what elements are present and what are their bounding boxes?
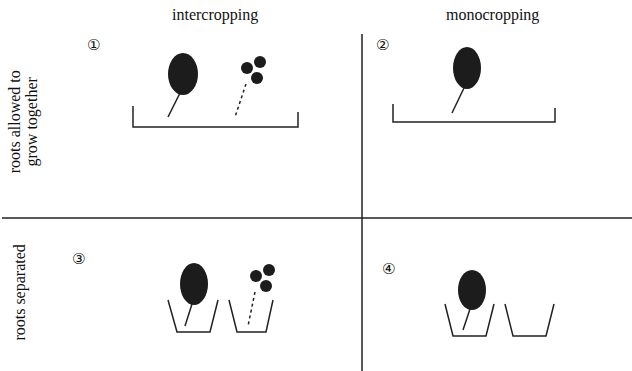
plant-stem bbox=[452, 88, 464, 113]
callout-number: ② bbox=[376, 38, 389, 54]
legume-pod bbox=[263, 264, 275, 276]
legume-pod bbox=[254, 56, 266, 68]
pot-container bbox=[229, 300, 273, 332]
legume-pod bbox=[250, 270, 262, 282]
column-header: intercropping bbox=[172, 7, 258, 24]
plant-stem bbox=[185, 304, 192, 326]
divider-line bbox=[2, 217, 632, 219]
row-header: roots separated bbox=[12, 222, 29, 362]
pot-container bbox=[505, 304, 554, 336]
tray-container bbox=[133, 106, 298, 127]
divider-line bbox=[361, 34, 363, 371]
callout-number: ① bbox=[87, 38, 100, 54]
plant-head bbox=[458, 270, 486, 310]
column-header: monocropping bbox=[446, 7, 539, 24]
plant-head bbox=[168, 53, 198, 95]
legume-pod bbox=[251, 72, 263, 84]
callout-number: ③ bbox=[72, 252, 85, 268]
legume-pod bbox=[260, 280, 272, 292]
row-header: roots allowed to grow together bbox=[7, 62, 41, 182]
legume-pod bbox=[241, 62, 253, 74]
plant-head bbox=[180, 263, 208, 305]
tray-container bbox=[393, 104, 555, 122]
plant-stem bbox=[248, 292, 255, 326]
plant-stem bbox=[463, 309, 470, 330]
plant-head bbox=[453, 47, 481, 89]
plant-stem bbox=[235, 84, 246, 117]
plant-stem bbox=[168, 93, 180, 117]
callout-number: ④ bbox=[382, 262, 395, 278]
